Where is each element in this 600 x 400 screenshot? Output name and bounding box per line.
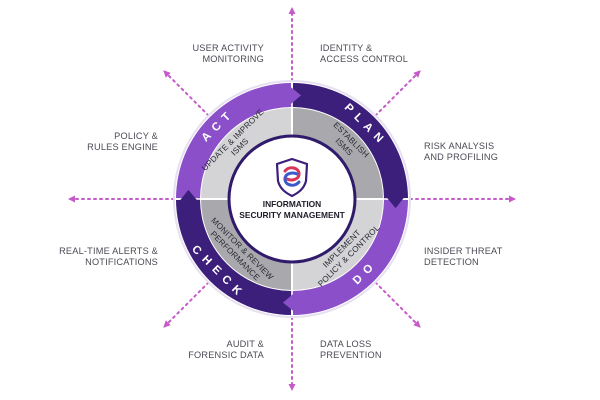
segment-plan	[292, 83, 408, 199]
center-title-line2: SECURITY MANAGEMENT	[239, 210, 345, 220]
label-policy-2: RULES ENGINE	[87, 142, 158, 152]
label-user-activity-1: USER ACTIVITY	[192, 43, 264, 53]
chevron-arrow-icon	[285, 83, 302, 108]
label-audit-2: FORENSIC DATA	[188, 350, 264, 360]
label-user-activity-2: MONITORING	[202, 54, 264, 64]
label-realtime-2: NOTIFICATIONS	[85, 257, 158, 267]
label-risk-2: AND PROFILING	[424, 152, 498, 162]
segment-check	[176, 199, 292, 315]
center-title-line1: INFORMATION	[263, 199, 321, 209]
chevron-arrow-icon	[176, 189, 201, 206]
outer-labels: USER ACTIVITY MONITORING IDENTITY & ACCE…	[59, 43, 503, 360]
label-realtime-1: REAL-TIME ALERTS &	[59, 246, 158, 256]
label-identity-1: IDENTITY &	[320, 43, 372, 53]
arrow-up-right-icon	[374, 70, 421, 117]
label-data-loss-2: PREVENTION	[320, 350, 382, 360]
label-identity-2: ACCESS CONTROL	[320, 54, 408, 64]
arrow-up-left-icon	[163, 70, 210, 117]
arrow-down-left-icon	[163, 281, 210, 328]
label-audit-1: AUDIT &	[227, 339, 264, 349]
shield-logo-icon	[275, 157, 309, 198]
center-circle	[227, 134, 357, 264]
label-risk-1: RISK ANALYSIS	[424, 141, 494, 151]
label-insider-2: DETECTION	[424, 257, 479, 267]
segment-act	[176, 83, 292, 199]
chevron-arrow-icon	[282, 290, 299, 315]
label-policy-1: POLICY &	[114, 131, 158, 141]
label-insider-1: INSIDER THREAT	[424, 246, 503, 256]
segment-do	[292, 199, 408, 315]
chevron-arrow-icon	[383, 192, 408, 209]
arrow-down-right-icon	[374, 281, 421, 328]
arrows-group	[68, 7, 516, 391]
label-data-loss-1: DATA LOSS	[320, 339, 372, 349]
